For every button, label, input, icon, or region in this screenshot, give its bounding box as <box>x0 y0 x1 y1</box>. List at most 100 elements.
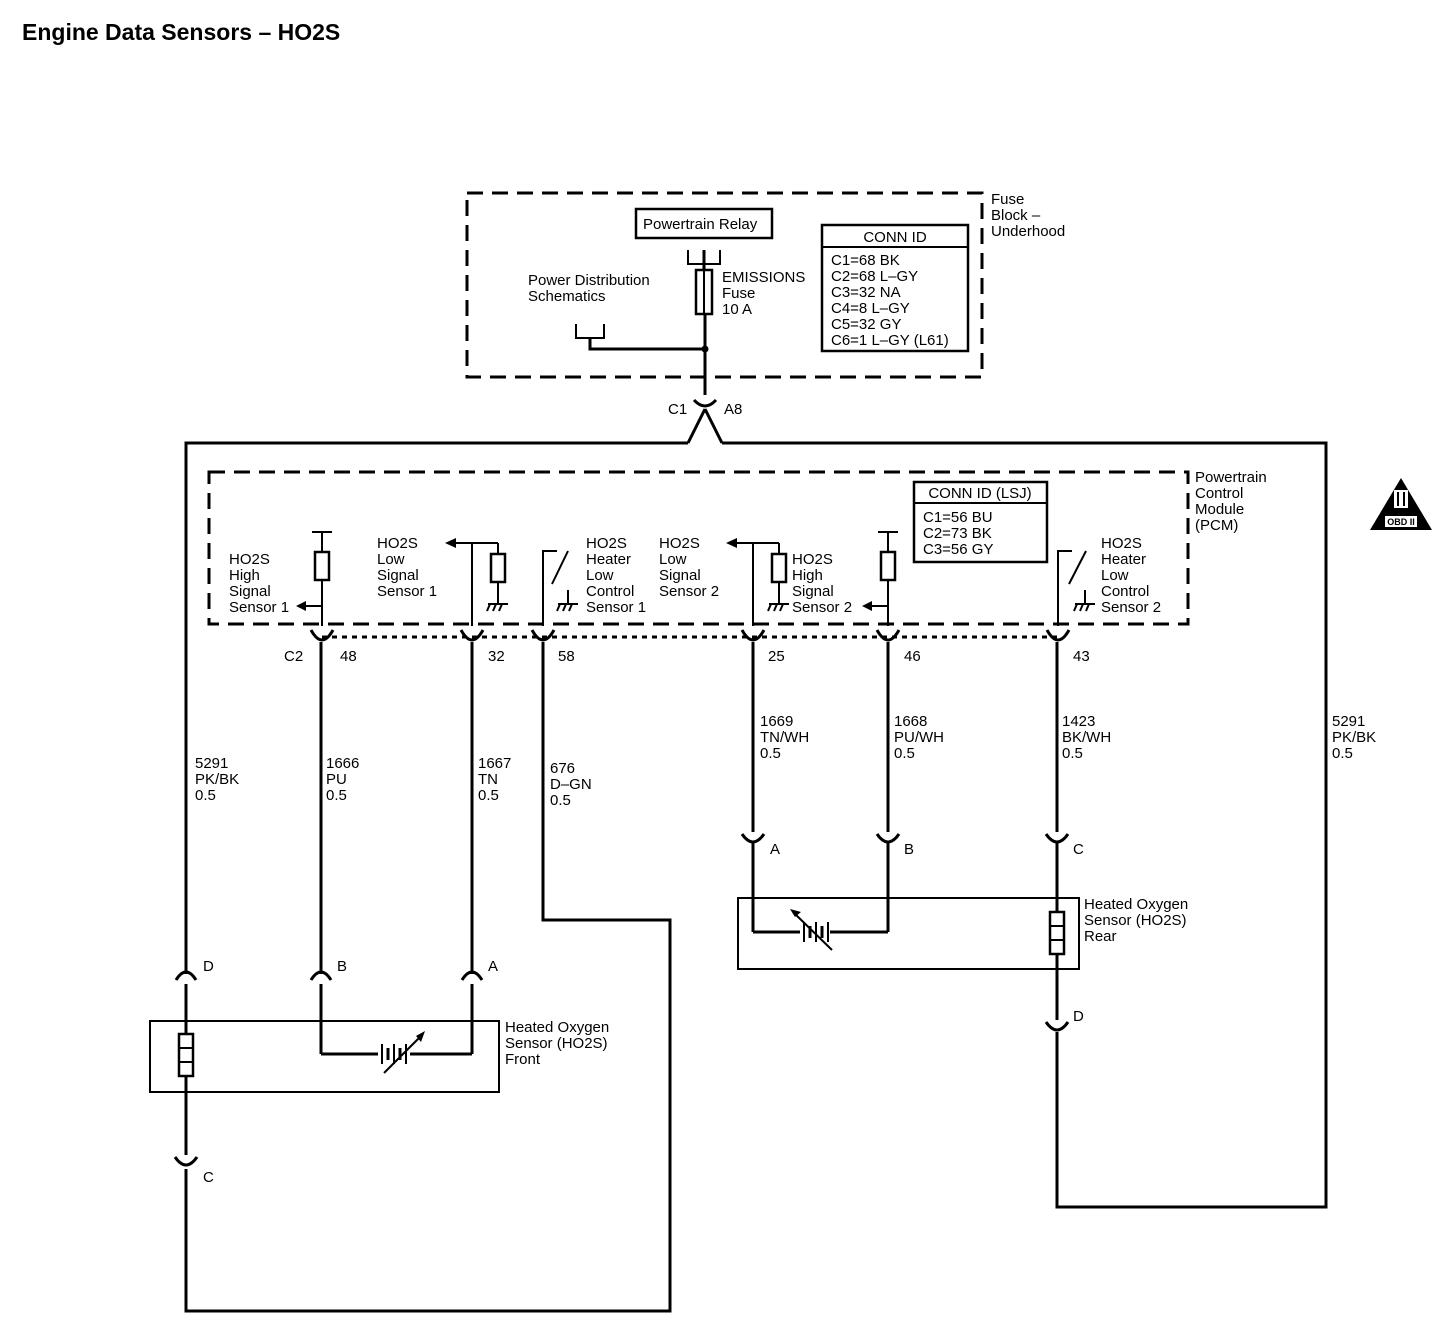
ground-icon <box>486 603 508 612</box>
wire-label-1666: 1666 PU 0.5 <box>326 755 359 804</box>
heater-element-icon <box>177 1032 195 1078</box>
svg-text:1668: 1668 <box>894 713 927 730</box>
svg-text:Signal: Signal <box>229 583 271 600</box>
svg-text:Block –: Block – <box>991 207 1041 224</box>
pcm-circuit-low-signal-sensor-1: HO2S Low Signal Sensor 1 <box>377 535 508 626</box>
svg-text:0.5: 0.5 <box>1062 745 1083 762</box>
switch-icon <box>551 550 569 585</box>
svg-text:Front: Front <box>505 1051 541 1068</box>
rear-pin-d-label: D <box>1073 1008 1084 1025</box>
pull-down-resistor-icon <box>770 552 788 584</box>
svg-text:HO2S: HO2S <box>586 535 627 552</box>
svg-text:PU/WH: PU/WH <box>894 729 944 746</box>
svg-text:High: High <box>792 567 823 584</box>
pin-43-label: 43 <box>1073 648 1090 665</box>
c1-connector-label: C1 <box>668 401 687 418</box>
svg-text:Sensor (HO2S): Sensor (HO2S) <box>505 1035 608 1052</box>
svg-text:Sensor 1: Sensor 1 <box>377 583 437 600</box>
svg-text:0.5: 0.5 <box>550 792 571 809</box>
svg-text:Fuse: Fuse <box>991 191 1024 208</box>
variable-cell-icon <box>381 1031 425 1074</box>
wire-label-5291-right: 5291 PK/BK 0.5 <box>1332 713 1376 762</box>
front-sensor-label: Heated Oxygen Sensor (HO2S) Front <box>505 1019 609 1068</box>
svg-text:Signal: Signal <box>377 567 419 584</box>
svg-text:5291: 5291 <box>195 755 228 772</box>
fuse-block-outline <box>465 191 984 379</box>
svg-text:TN/WH: TN/WH <box>760 729 809 746</box>
svg-text:HO2S: HO2S <box>1101 535 1142 552</box>
variable-cell-icon <box>790 909 833 951</box>
svg-text:(PCM): (PCM) <box>1195 517 1238 534</box>
svg-text:HO2S: HO2S <box>659 535 700 552</box>
pin-32-label: 32 <box>488 648 505 665</box>
svg-text:HO2S: HO2S <box>792 551 833 568</box>
svg-text:HO2S: HO2S <box>377 535 418 552</box>
fuse-block-conn-id-table: CONN ID C1=68 BK C2=68 L–GY C3=32 NA C4=… <box>820 223 970 353</box>
wire-5291-front <box>184 441 688 974</box>
front-pin-c-connector <box>173 1156 199 1167</box>
pin-46-label: 46 <box>904 648 921 665</box>
svg-text:1667: 1667 <box>478 755 511 772</box>
svg-text:Sensor 2: Sensor 2 <box>659 583 719 600</box>
svg-text:C1=68 BK: C1=68 BK <box>831 252 900 269</box>
svg-text:OBD II: OBD II <box>1387 517 1415 527</box>
wire-676 <box>184 642 672 1313</box>
svg-text:Heater: Heater <box>1101 551 1146 568</box>
pull-down-resistor-icon <box>489 552 507 584</box>
heater-element-icon <box>1048 910 1066 956</box>
rear-pin-d-connector <box>1044 1021 1070 1032</box>
svg-text:Low: Low <box>377 551 405 568</box>
arrow-left-icon <box>445 538 456 548</box>
svg-text:C4=8 L–GY: C4=8 L–GY <box>831 300 910 317</box>
svg-text:Low: Low <box>659 551 687 568</box>
svg-text:Heated Oxygen: Heated Oxygen <box>505 1019 609 1036</box>
pin-48-label: 48 <box>340 648 357 665</box>
rear-sensor-box <box>737 897 1080 970</box>
pcm-conn-id-table: CONN ID (LSJ) C1=56 BU C2=73 BK C3=56 GY <box>912 480 1049 564</box>
svg-text:C5=32 GY: C5=32 GY <box>831 316 901 333</box>
front-sensor-box <box>149 1020 500 1093</box>
wire-label-1668: 1668 PU/WH 0.5 <box>894 713 944 762</box>
svg-text:Power Distribution: Power Distribution <box>528 272 650 289</box>
svg-text:0.5: 0.5 <box>894 745 915 762</box>
pcm-outline <box>207 470 1190 626</box>
pcm-label: Powertrain Control Module (PCM) <box>1195 469 1267 534</box>
svg-text:PK/BK: PK/BK <box>1332 729 1376 746</box>
svg-text:1669: 1669 <box>760 713 793 730</box>
svg-text:Sensor (HO2S): Sensor (HO2S) <box>1084 912 1187 929</box>
svg-text:HO2S: HO2S <box>229 551 270 568</box>
svg-text:BK/WH: BK/WH <box>1062 729 1111 746</box>
svg-text:CONN ID (LSJ): CONN ID (LSJ) <box>928 485 1031 502</box>
c1-a8-connector-icon <box>692 398 718 408</box>
svg-text:Schematics: Schematics <box>528 288 606 305</box>
pcm-circuit-low-signal-sensor-2: HO2S Low Signal Sensor 2 <box>659 535 789 626</box>
pcm-connector-pins <box>309 629 1071 642</box>
svg-text:CONN ID: CONN ID <box>863 229 927 246</box>
arrow-left-icon <box>862 601 872 611</box>
wire-label-676: 676 D–GN 0.5 <box>550 760 592 809</box>
wire-label-1669: 1669 TN/WH 0.5 <box>760 713 809 762</box>
svg-text:High: High <box>229 567 260 584</box>
svg-text:TN: TN <box>478 771 498 788</box>
front-pin-a-label: A <box>488 958 498 975</box>
svg-text:Signal: Signal <box>659 567 701 584</box>
pcm-connector-label: C2 <box>284 648 303 665</box>
svg-text:0.5: 0.5 <box>326 787 347 804</box>
svg-text:Underhood: Underhood <box>991 223 1065 240</box>
svg-text:Module: Module <box>1195 501 1244 518</box>
svg-text:Heated Oxygen: Heated Oxygen <box>1084 896 1188 913</box>
svg-text:0.5: 0.5 <box>195 787 216 804</box>
arrow-left-icon <box>726 538 737 548</box>
rear-sensor-connectors <box>740 833 1070 1020</box>
rear-pin-c-label: C <box>1073 841 1084 858</box>
svg-text:EMISSIONS: EMISSIONS <box>722 269 805 286</box>
svg-text:Low: Low <box>586 567 614 584</box>
front-sensor-connectors <box>174 970 484 1054</box>
svg-text:Signal: Signal <box>792 583 834 600</box>
emissions-fuse-label: EMISSIONS Fuse 10 A <box>722 269 805 318</box>
rear-sensor-label: Heated Oxygen Sensor (HO2S) Rear <box>1084 896 1188 945</box>
svg-text:C2=68 L–GY: C2=68 L–GY <box>831 268 918 285</box>
arrow-left-icon <box>296 601 306 611</box>
pull-up-resistor-icon <box>313 550 331 582</box>
pcm-circuit-heater-low-control-sensor-2: HO2S Heater Low Control Sensor 2 <box>1057 535 1161 626</box>
